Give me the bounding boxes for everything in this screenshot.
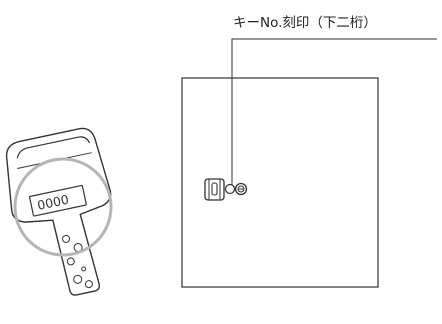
cabinet-panel [181, 77, 379, 288]
callout-label: キーNo.刻印（下二桁） [233, 15, 377, 31]
key-number-highlight-ring [13, 157, 113, 257]
cylinder-lock-icon [204, 178, 248, 201]
key-number-text: 0000 [36, 192, 70, 213]
key-number-plate [29, 184, 87, 217]
key-icon: 0000 [5, 127, 113, 296]
callout-leader-line [231, 38, 437, 185]
